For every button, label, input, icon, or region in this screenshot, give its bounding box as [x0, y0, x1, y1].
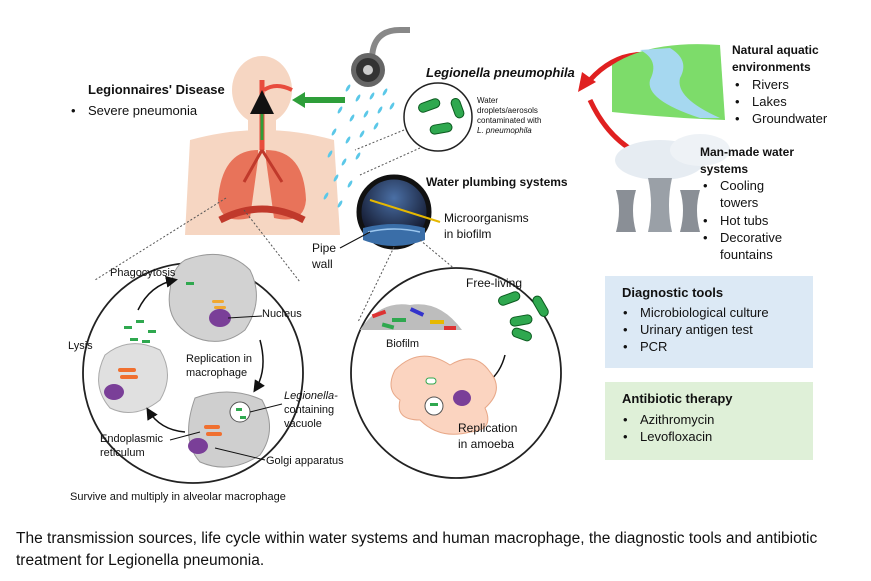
- right-lung: [266, 150, 306, 220]
- macrophage-footer: Survive and multiply in alveolar macroph…: [70, 491, 286, 503]
- amoeba-replication-label: Replication in amoeba: [458, 421, 518, 451]
- diagnostic-title: Diagnostic tools: [622, 285, 724, 300]
- golgi-label: Golgi apparatus: [266, 455, 344, 467]
- disease-title: Legionnaires' Disease: [88, 82, 225, 97]
- free-bacteria: [498, 291, 549, 342]
- antibiotic-list: Azithromycin Levofloxacin: [620, 411, 714, 445]
- pipe-wall-label: Pipe wall: [312, 241, 337, 271]
- figure-caption: The transmission sources, life cycle wit…: [16, 530, 818, 569]
- plumbing-title: Water plumbing systems: [426, 175, 568, 189]
- macrophage-replication-label: Replication in macrophage: [186, 353, 253, 379]
- nucleus-label: Nucleus: [262, 308, 302, 320]
- er-label: Endoplasmic reticulum: [100, 433, 163, 459]
- droplet-label: Water droplets/aerosols contaminated wit…: [477, 96, 542, 135]
- antibiotic-title: Antibiotic therapy: [622, 391, 733, 406]
- manmade-list: •Cooling towers •Hot tubs •Decorative fo…: [703, 178, 783, 263]
- phagocytosis-label: Phagocytosis: [110, 267, 176, 279]
- left-lung: [218, 150, 258, 220]
- vacuole-label: Legionella- containing vacuole: [284, 390, 338, 430]
- amoeba-cell: [390, 355, 497, 435]
- droplets: [323, 84, 395, 208]
- biofilm-pile: [360, 304, 462, 330]
- natural-env-list: Rivers Lakes Groundwater: [732, 76, 827, 127]
- diagnostic-list: Microbiological culture Urinary antigen …: [620, 304, 769, 355]
- biofilm-label: Microorganisms in biofilm: [444, 211, 529, 241]
- figure: Legionnaires' Disease Severe pneumonia L…: [0, 0, 871, 520]
- natural-env-title: Natural aquatic environments: [732, 43, 819, 74]
- disease-item: Severe pneumonia: [68, 102, 197, 119]
- free-living-label: Free-living: [466, 276, 523, 290]
- cooling-towers: [615, 134, 730, 232]
- river-landscape: [612, 44, 725, 120]
- human-figure: [185, 56, 340, 235]
- pathogen-title: Legionella pneumophila: [426, 65, 575, 80]
- lysis-label: Lysis: [68, 340, 93, 352]
- biofilm-pile-label: Biofilm: [386, 338, 420, 350]
- shower-icon: [351, 27, 410, 87]
- disease-list: Severe pneumonia: [68, 102, 197, 119]
- manmade-title: Man-made water systems: [700, 145, 795, 176]
- macrophage-cells: [98, 253, 270, 468]
